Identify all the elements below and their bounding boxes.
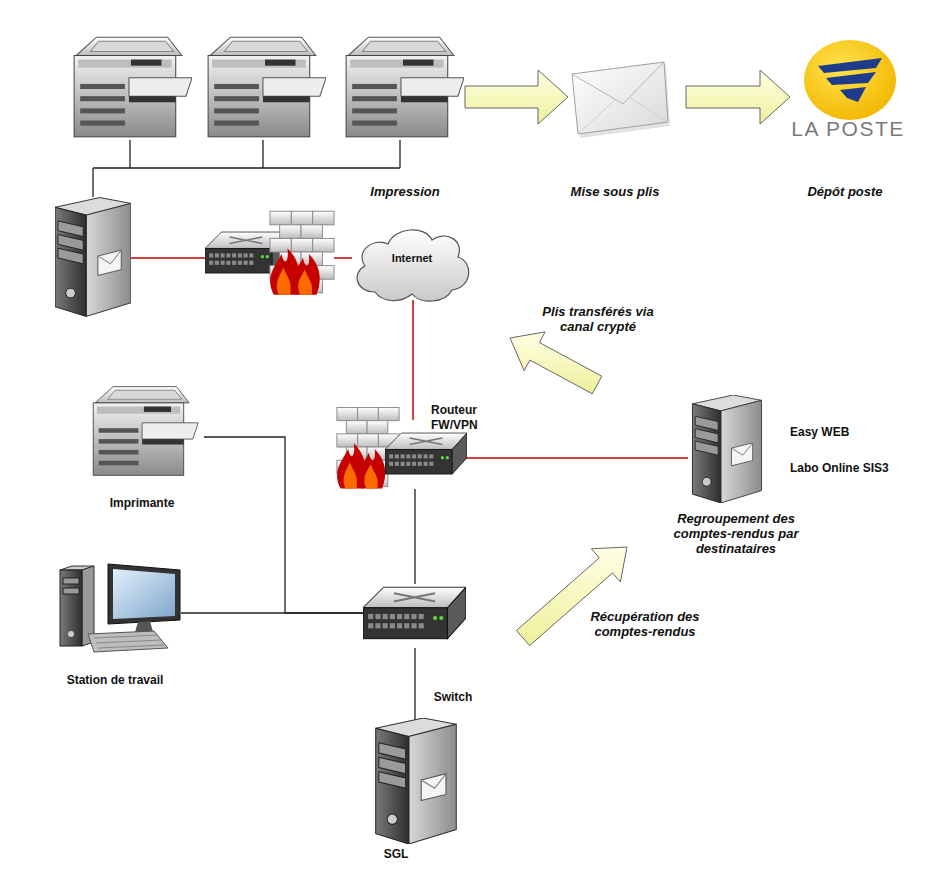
- annotation-text: Plis transférés via canal crypté: [528, 304, 668, 334]
- sgl-server: SGL: [374, 718, 458, 844]
- network-link: [463, 457, 688, 459]
- flow-arrow: [686, 70, 790, 124]
- post-logo: LA POSTEDépôt poste: [790, 38, 905, 143]
- node-label: Mise sous plis: [555, 184, 675, 199]
- internet-cloud: Internet: [350, 222, 475, 304]
- connector-layer: [181, 70, 790, 724]
- printer-bus-wire: [93, 140, 400, 197]
- node-label: Labo Online SIS3: [790, 461, 930, 476]
- firewall-icon: [270, 211, 334, 295]
- node-label: Internet: [372, 251, 452, 266]
- node-label: Imprimante: [82, 496, 202, 511]
- web-server: Easy WEBLabo Online SIS3Regroupement des…: [688, 395, 766, 503]
- node-label: Impression: [345, 184, 465, 199]
- mail-server-icon: [55, 198, 131, 317]
- annotation-text: Récupération des comptes-rendus: [575, 609, 715, 639]
- router-firewall: Routeur FW/VPN: [335, 420, 467, 493]
- node-label: Station de travail: [45, 673, 185, 688]
- web-server-icon: [688, 395, 766, 503]
- callout-arrow: [510, 332, 602, 394]
- switch-device-icon: [363, 580, 466, 652]
- node-label: Regroupement des comptes-rendus par dest…: [661, 511, 811, 556]
- printer-group: Impression: [65, 33, 465, 140]
- flow-arrow: [465, 70, 568, 124]
- workstation-icon: [58, 562, 183, 654]
- envelope-shape: Mise sous plis: [568, 60, 672, 140]
- envelope-shape-icon: [568, 60, 672, 140]
- node-label: Easy WEB: [790, 425, 910, 440]
- node-label: LA POSTE: [788, 121, 908, 136]
- switch-device: Switch: [363, 580, 466, 652]
- node-label: SGL: [366, 847, 426, 862]
- workstation: Station de travail: [58, 562, 183, 654]
- printer-device-icon: [80, 383, 206, 478]
- node-label: Routeur FW/VPN: [431, 403, 493, 433]
- network-link: [412, 300, 414, 420]
- sgl-server-icon: [374, 718, 458, 844]
- network-link: [414, 648, 415, 724]
- node-label: Dépôt poste: [785, 184, 905, 199]
- network-link: [181, 612, 363, 613]
- node-label: Switch: [423, 690, 483, 705]
- printer-device: Imprimante: [80, 383, 206, 478]
- network-link: [414, 489, 415, 584]
- printer-group-icon: [65, 33, 465, 140]
